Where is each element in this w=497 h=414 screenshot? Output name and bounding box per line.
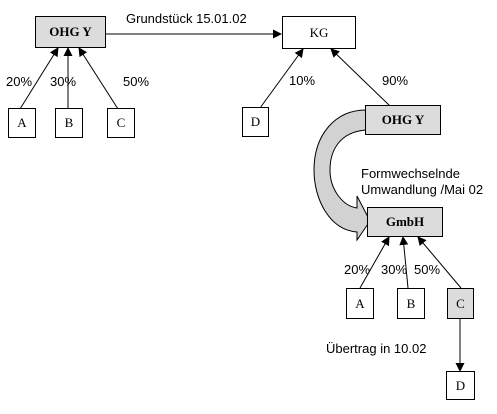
node-c-left: C: [107, 108, 135, 138]
node-a-right: A: [346, 288, 374, 319]
node-c-right: C: [447, 288, 474, 319]
node-ohg-y-right: OHG Y: [365, 105, 441, 135]
edge-ohg-right-to-kg: [330, 48, 391, 107]
note-umwandlung-line2: Umwandlung /Mai 02: [361, 182, 484, 197]
edge-c-to-ohg-left: [78, 47, 119, 110]
label-b-left-pct: 30%: [50, 74, 77, 89]
label-grundstueck: Grundstück 15.01.02: [126, 11, 247, 26]
label-d-pct: 10%: [289, 73, 316, 88]
note-uebertrag: Übertrag in 10.02: [326, 341, 427, 356]
edge-b-to-gmbh: [399, 236, 409, 289]
node-b-right: B: [397, 288, 425, 319]
edge-d-to-kg: [259, 48, 304, 109]
edge-a-to-gmbh: [359, 236, 390, 289]
node-d-top: D: [242, 107, 269, 137]
node-kg: KG: [282, 16, 356, 49]
label-a-right-pct: 20%: [344, 262, 371, 277]
node-b-left: B: [55, 108, 83, 138]
label-c-right-pct: 50%: [414, 262, 441, 277]
node-gmbh: GmbH: [367, 207, 443, 237]
note-umwandlung: Formwechselnde Umwandlung /Mai 02: [361, 166, 483, 198]
node-d-bottom: D: [446, 371, 475, 400]
edge-c-to-gmbh: [417, 236, 462, 289]
label-ohg-right-pct: 90%: [382, 73, 409, 88]
label-c-left-pct: 50%: [123, 74, 150, 89]
label-a-left-pct: 20%: [6, 74, 33, 89]
label-b-right-pct: 30%: [381, 262, 408, 277]
transformation-arrow: [313, 109, 371, 242]
node-ohg-y-left: OHG Y: [35, 16, 106, 48]
node-a-left: A: [8, 108, 36, 138]
note-umwandlung-line1: Formwechselnde: [361, 166, 460, 181]
edge-a-to-ohg-left: [19, 47, 59, 110]
